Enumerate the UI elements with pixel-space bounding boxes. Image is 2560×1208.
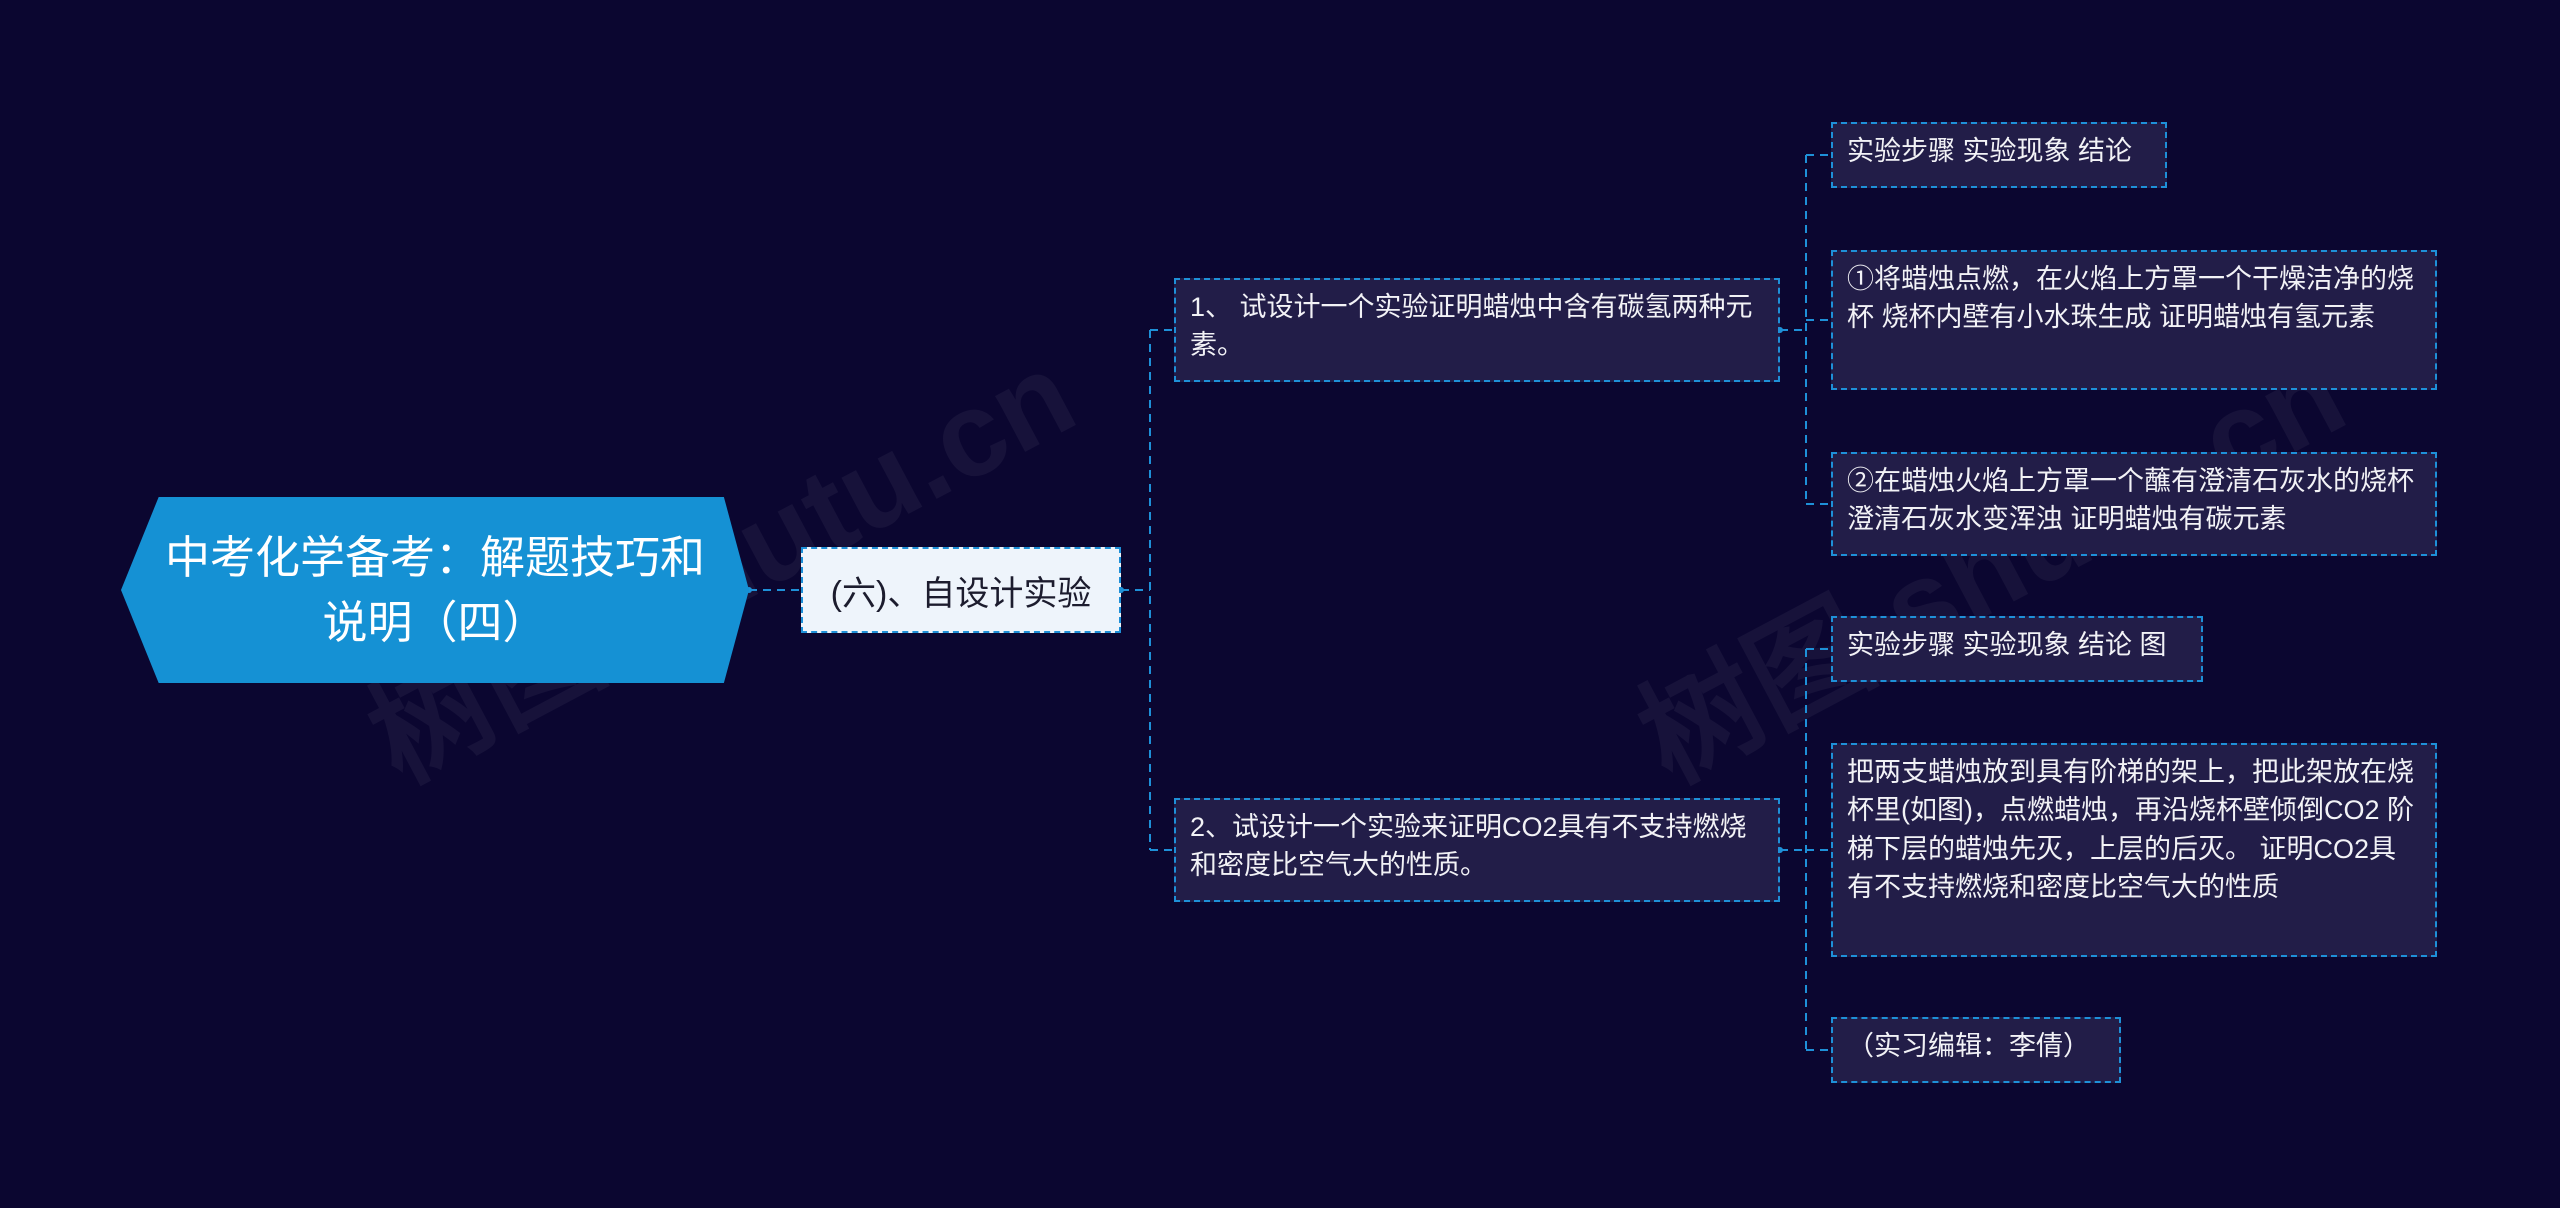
branch-node-candle-elements[interactable]: 1、 试设计一个实验证明蜡烛中含有碳氢两种元素。 — [1174, 278, 1780, 382]
connector-branch2-children — [1780, 648, 1831, 1051]
leaf-node-co2-experiment[interactable]: 把两支蜡烛放到具有阶梯的架上，把此架放在烧杯里(如图)，点燃蜡烛，再沿烧杯壁倾倒… — [1831, 743, 2437, 957]
leaf-node-hydrogen-test[interactable]: ①将蜡烛点燃，在火焰上方罩一个干燥洁净的烧杯 烧杯内壁有小水珠生成 证明蜡烛有氢… — [1831, 250, 2437, 390]
leaf-node-label: 实验步骤 实验现象 结论 图 — [1847, 630, 2167, 660]
connector-level1-branches — [1121, 329, 1174, 851]
branch-node-co2-properties[interactable]: 2、试设计一个实验来证明CO2具有不支持燃烧和密度比空气大的性质。 — [1174, 798, 1780, 902]
leaf-node-carbon-test[interactable]: ②在蜡烛火焰上方罩一个蘸有澄清石灰水的烧杯 澄清石灰水变浑浊 证明蜡烛有碳元素 — [1831, 452, 2437, 556]
leaf-node-label: （实习编辑：李倩） — [1847, 1031, 2090, 1061]
leaf-node-label: 把两支蜡烛放到具有阶梯的架上，把此架放在烧杯里(如图)，点燃蜡烛，再沿烧杯壁倾倒… — [1847, 757, 2414, 902]
leaf-node-label: ②在蜡烛火焰上方罩一个蘸有澄清石灰水的烧杯 澄清石灰水变浑浊 证明蜡烛有碳元素 — [1847, 466, 2414, 535]
level1-node-label: (六)、自设计实验 — [830, 574, 1092, 613]
root-node-label: 中考化学备考：解题技巧和说明（四） — [164, 531, 705, 648]
level1-node[interactable]: (六)、自设计实验 — [801, 547, 1121, 633]
leaf-node-label: ①将蜡烛点燃，在火焰上方罩一个干燥洁净的烧杯 烧杯内壁有小水珠生成 证明蜡烛有氢… — [1847, 264, 2414, 333]
leaf-node-table-header[interactable]: 实验步骤 实验现象 结论 图 — [1831, 616, 2203, 682]
branch-node-label: 2、试设计一个实验来证明CO2具有不支持燃烧和密度比空气大的性质。 — [1190, 812, 1747, 881]
connector-branch1-children — [1780, 154, 1831, 505]
leaf-node-editor[interactable]: （实习编辑：李倩） — [1831, 1017, 2121, 1083]
leaf-node-label: 实验步骤 实验现象 结论 — [1847, 136, 2133, 166]
leaf-node-table-header[interactable]: 实验步骤 实验现象 结论 — [1831, 122, 2167, 188]
root-node[interactable]: 中考化学备考：解题技巧和说明（四） — [121, 497, 749, 683]
branch-node-label: 1、 试设计一个实验证明蜡烛中含有碳氢两种元素。 — [1190, 292, 1753, 361]
